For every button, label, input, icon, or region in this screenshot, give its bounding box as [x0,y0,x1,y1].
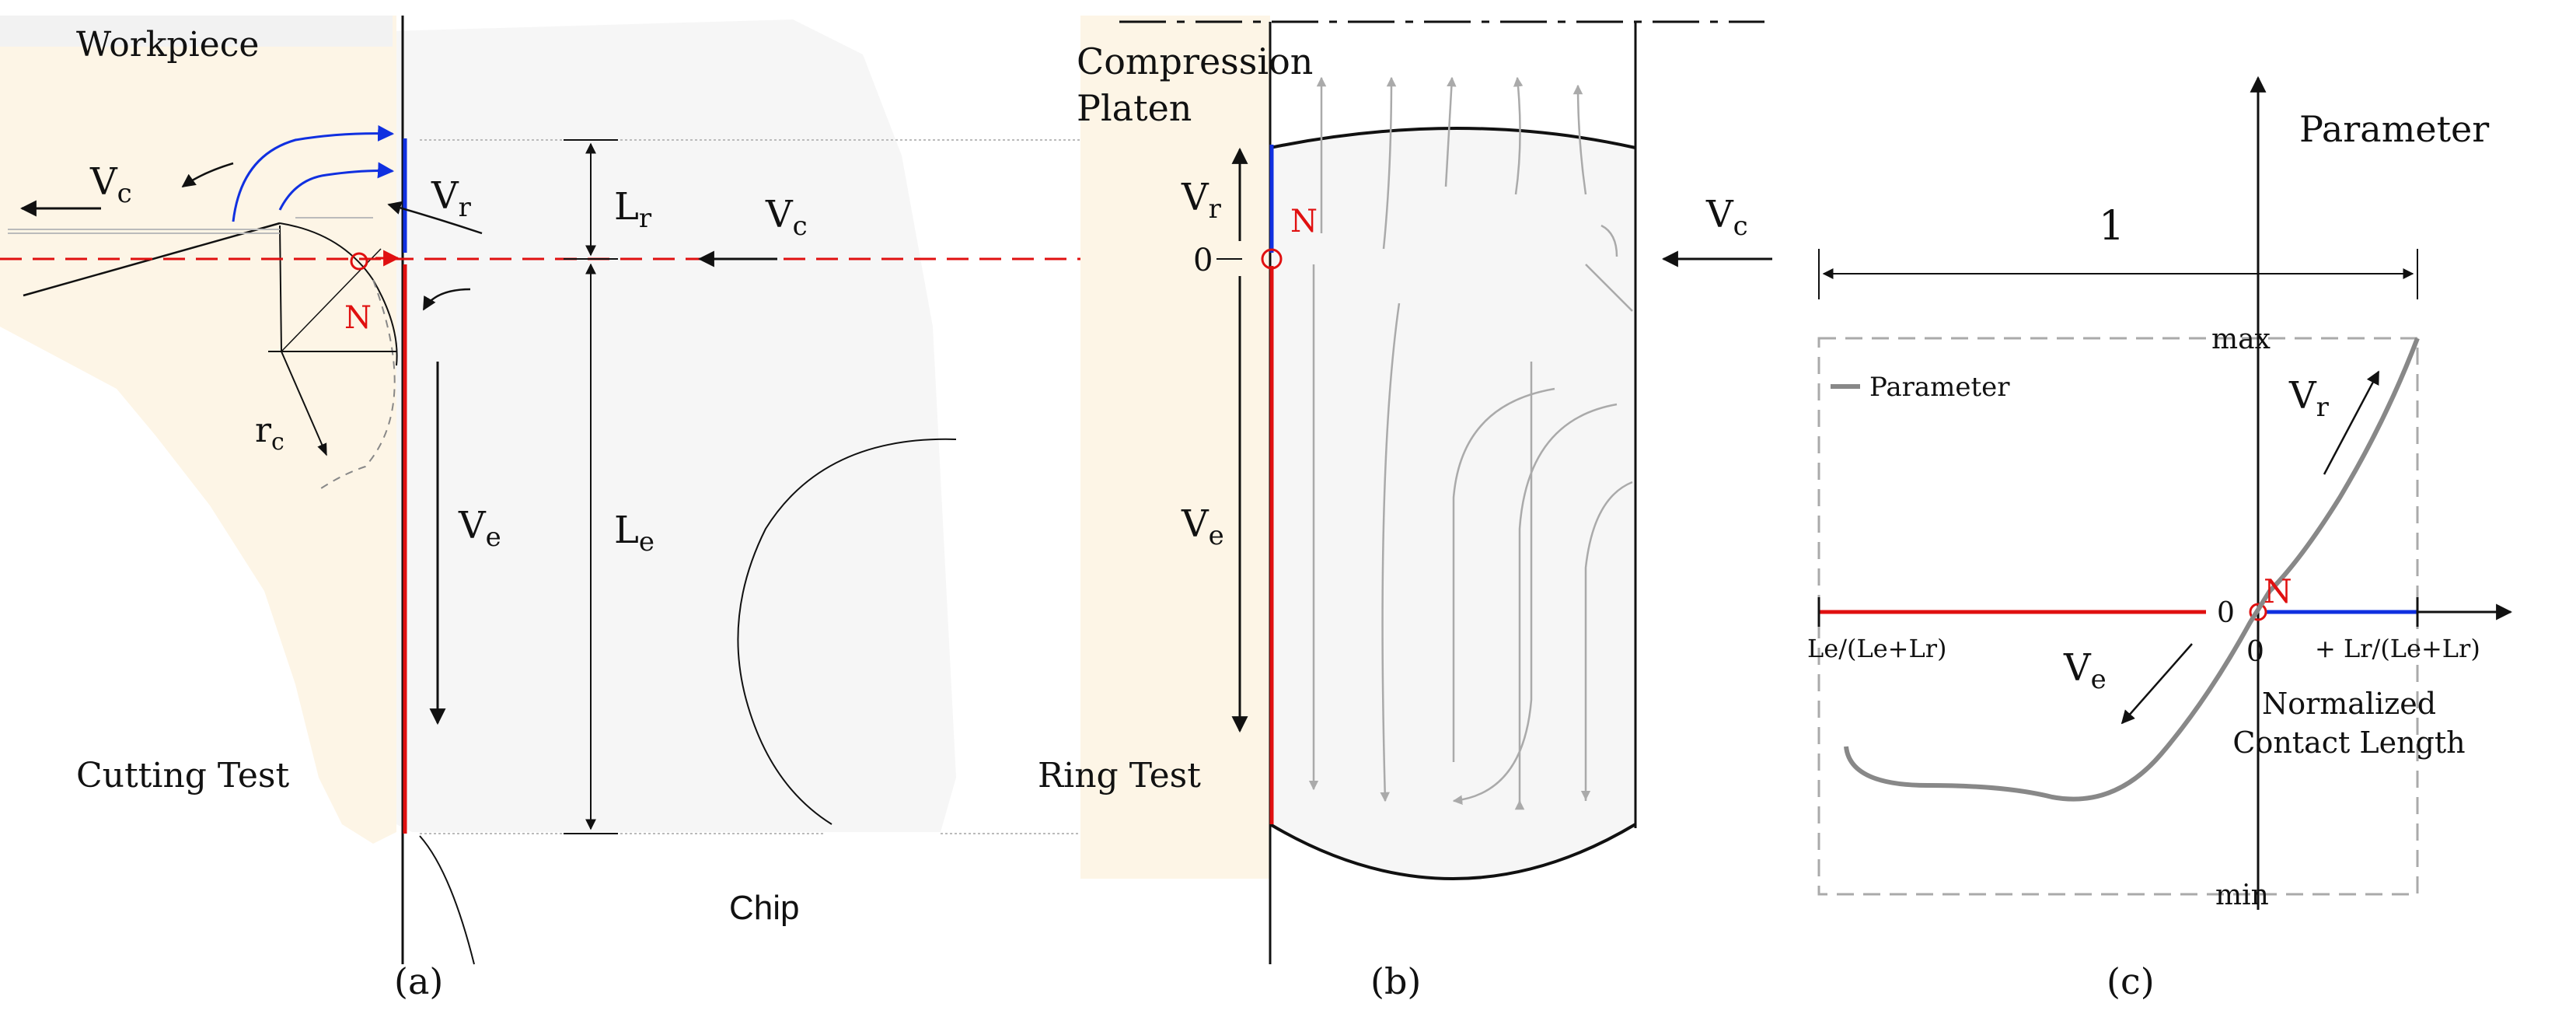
ve-label-b: Ve [1181,502,1224,551]
left-tick-label: Le/(Le+Lr) [1807,634,1946,663]
ve-arrow-c [2120,643,2193,725]
vc-label-a: Vc [89,160,132,209]
vr-arrow-c [2323,370,2380,475]
neutral-point-b [1261,248,1283,270]
radius-arrow [281,351,327,456]
rc-label: rc [255,411,284,456]
platen-label-1: Compression [1077,40,1313,82]
legend-label: Parameter [1869,372,2010,403]
n-label-a: N [344,300,372,336]
vr-label-a: Vr [431,174,472,223]
ring-flow-up [1316,76,1587,250]
n-label-c: N [2264,572,2292,610]
caption-c: (c) [2107,960,2155,1002]
panel-a: Workpiece Cutting Test Chip (a) Vc Vr Lr… [0,16,1275,1002]
vr-label-c: Vr [2288,374,2330,423]
chip-region [393,19,956,832]
neutral-point-a [350,252,368,271]
workpiece-region [0,16,396,844]
ve-label-a: Ve [458,504,501,553]
xlabel-line1: Normalized [2262,687,2436,721]
zero-label-b: 0 [1193,243,1213,278]
vc-label-a2: Vc [765,193,808,242]
caption-b: (b) [1370,960,1421,1002]
zero-left-label: 0 [2217,597,2235,629]
ve-label-c: Ve [2063,646,2107,695]
panel-b: Compression Platen Vr N 0 Vc Ve Ring Tes… [1038,16,1772,1002]
width-one-label: 1 [2099,203,2124,250]
chip-label: Chip [729,889,800,927]
workpiece-label: Workpiece [76,25,259,65]
panel-c: Parameter 1 max min Parameter Vr N 0 0 L… [1807,75,2513,1002]
vc-label-b: Vc [1705,193,1748,242]
ring-flow-down [1308,264,1633,810]
neutral-point-c [2249,603,2267,621]
le-label: Le [614,509,654,558]
xlabel-line2: Contact Length [2232,726,2465,760]
min-label: min [2215,879,2269,911]
lr-label: Lr [614,185,652,234]
max-label: max [2211,323,2271,355]
zero-below-label: 0 [2246,636,2264,668]
parameter-curve [1844,337,2420,802]
ring-test-label: Ring Test [1038,756,1201,795]
parameter-axis-label: Parameter [2299,108,2489,150]
vr-label-b: Vr [1181,176,1222,225]
caption-a: (a) [394,960,443,1002]
cutting-test-label: Cutting Test [76,756,289,795]
right-tick-label: + Lr/(Le+Lr) [2315,634,2480,663]
n-label-b: N [1290,204,1318,240]
platen-label-2: Platen [1077,87,1192,129]
